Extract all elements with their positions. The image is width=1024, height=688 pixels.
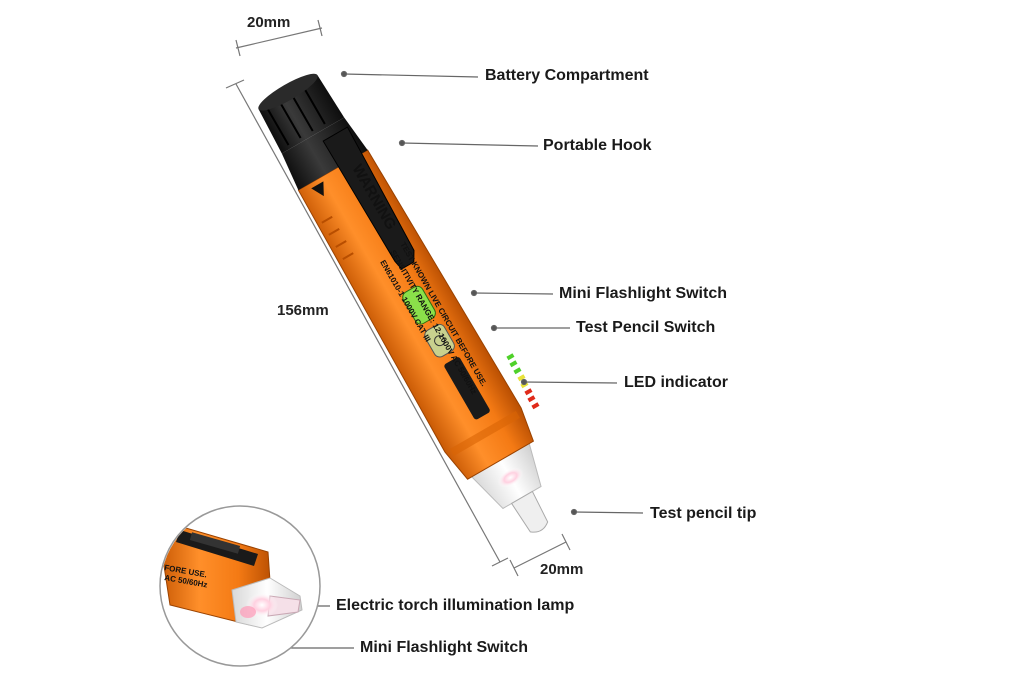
led-bars (506, 353, 540, 410)
label-inset-mini-flashlight-switch: Mini Flashlight Switch (360, 639, 528, 656)
dimension-length: 156mm (277, 302, 329, 319)
inset-magnifier: FORE USE. AC 50/60Hz (159, 505, 321, 667)
label-portable-hook: Portable Hook (543, 137, 652, 154)
dimension-bottom-width: 20mm (540, 561, 584, 578)
label-test-pencil-switch: Test Pencil Switch (576, 319, 716, 336)
label-led-indicator: LED indicator (624, 374, 729, 391)
label-test-pencil-tip: Test pencil tip (650, 505, 757, 522)
label-mini-flashlight-switch: Mini Flashlight Switch (559, 285, 727, 302)
voltage-tester-pen (258, 73, 549, 533)
dimension-top-width: 20mm (247, 14, 291, 31)
label-torch-illumination-lamp: Electric torch illumination lamp (336, 597, 575, 614)
dimension-lines (225, 19, 571, 577)
label-battery-compartment: Battery Compartment (485, 67, 649, 84)
